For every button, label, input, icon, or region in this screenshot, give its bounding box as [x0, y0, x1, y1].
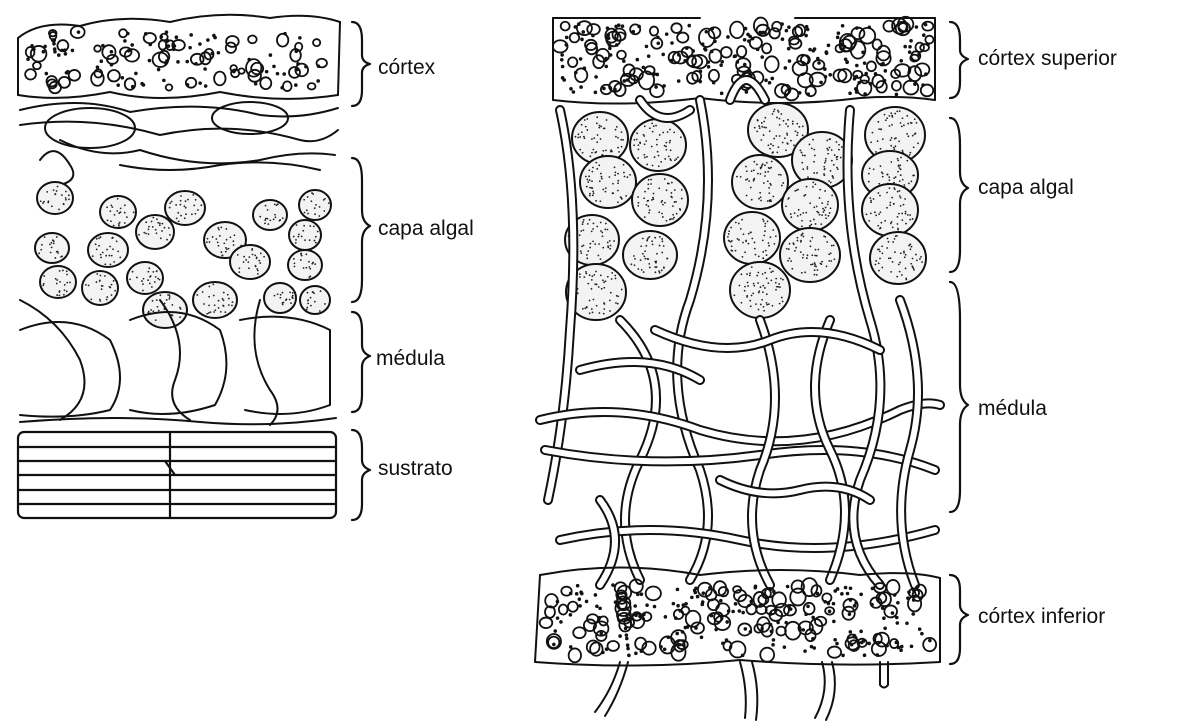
right-panel-foliose-lichen	[535, 17, 968, 720]
left-braces	[352, 22, 370, 520]
right-lower-cortex-region	[535, 568, 940, 666]
right-braces	[950, 22, 968, 664]
right-upper-cortex-region	[553, 17, 935, 104]
label-right-lower-cortex: córtex inferior	[978, 606, 1105, 627]
label-left-medulla: médula	[376, 348, 445, 369]
label-left-algal-layer: capa algal	[378, 218, 474, 239]
label-right-upper-cortex: córtex superior	[978, 48, 1117, 69]
left-substrate-region	[18, 432, 336, 518]
label-left-cortex: córtex	[378, 57, 435, 78]
left-cortex-region	[18, 15, 340, 99]
label-left-substrate: sustrato	[378, 458, 453, 479]
left-upper-hyphae	[20, 102, 338, 185]
left-panel-crustose-lichen	[18, 15, 370, 520]
label-right-algal-layer: capa algal	[978, 177, 1074, 198]
left-algal-cells	[35, 182, 331, 328]
right-rhizines	[595, 662, 888, 720]
right-algal-cells	[565, 103, 926, 320]
label-right-medulla: médula	[978, 398, 1047, 419]
